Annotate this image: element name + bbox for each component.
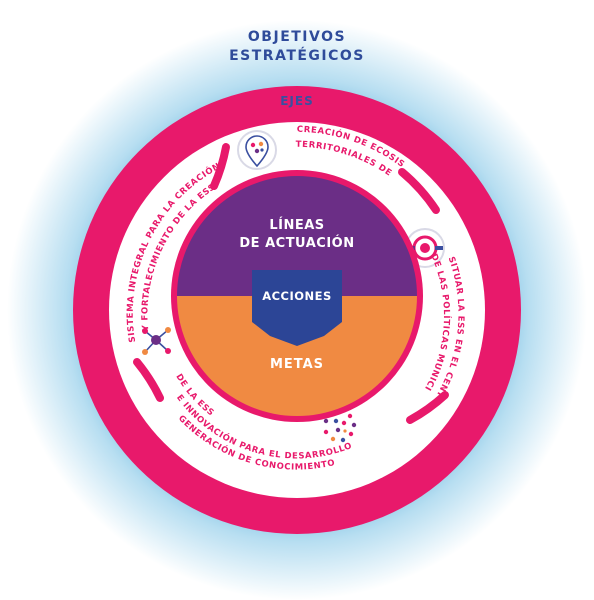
core-top-line2: DE ACTUACIÓN (239, 235, 354, 251)
outer-title-line1: OBJETIVOS (248, 29, 346, 45)
core-top-purple (177, 176, 417, 296)
outer-title-line2: ESTRATÉGICOS (229, 47, 365, 64)
hub-network-icon (137, 321, 175, 359)
core-center-label: ACCIONES (262, 289, 332, 303)
acciones-shield (252, 270, 342, 346)
core-bottom-orange (177, 296, 417, 416)
core-top-line1: LÍNEAS (269, 217, 324, 233)
ejes-label: EJES (280, 94, 314, 108)
core-bottom-label: METAS (270, 357, 324, 372)
axis-separators (133, 143, 449, 424)
map-pin-shape (245, 135, 269, 168)
